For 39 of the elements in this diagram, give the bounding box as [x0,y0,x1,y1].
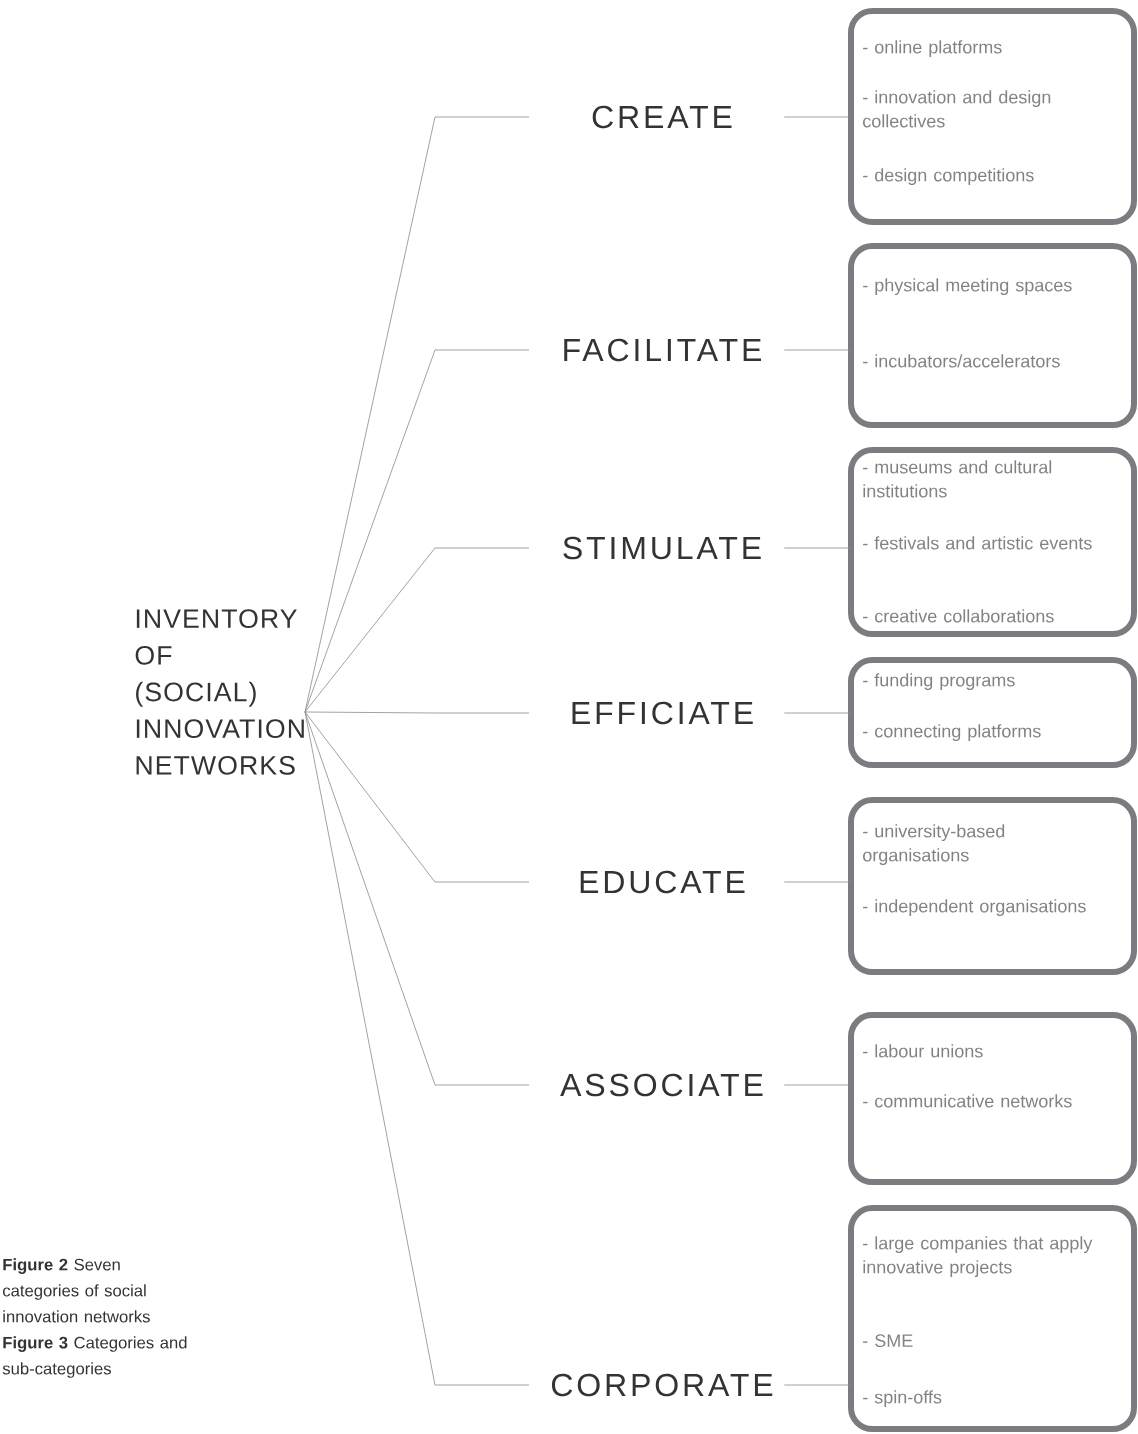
connector-line [783,1084,852,1086]
list-item: - spin-offs [863,1390,942,1408]
category-label: STIMULATE [563,536,761,560]
connector-line [783,547,852,549]
list-item: - labour unions [863,1044,983,1058]
list-item: - connecting platforms [863,724,1041,742]
list-item: - large companies that apply innovative projects [863,1236,1093,1278]
connector-line [783,712,852,714]
list-item: - SME [863,1334,913,1347]
list-item: - communicative networks [863,1094,1072,1108]
connector-line [783,116,852,118]
list-item: - funding programs [863,673,1015,691]
list-item: - online platforms [863,40,1002,58]
connector-line [304,711,530,883]
connector-line [304,711,530,1386]
category-label: CORPORATE [551,1373,773,1397]
connector-line [304,349,530,713]
connector-line [304,711,530,714]
category-label: FACILITATE [564,338,761,362]
connector-line [304,711,530,1086]
list-item: - museums and cultural institutions [863,460,1052,498]
list-item: - creative collaborations [863,609,1054,623]
connector-line [783,1384,852,1386]
category-label: CREATE [592,105,732,129]
category-label: ASSOCIATE [560,1073,763,1097]
heading-text: INVENTORY OF (SOCIAL) INNOVATION NETWORKS [135,609,304,775]
list-item: - incubators/accelerators [863,354,1060,368]
connector-line [304,547,530,713]
list-item: - design competitions [863,168,1034,186]
connector-line [783,881,852,883]
list-item: - physical meeting spaces [863,278,1072,296]
list-item: - university-based organisations [863,824,1005,866]
category-label: EFFICIATE [572,701,753,725]
caption-text: Figure 2 Seven categories of social innovation networks Figure 3 Categories and sub-categories [2,1258,187,1378]
category-label: EDUCATE [580,870,745,894]
list-item: - independent organisations [863,899,1086,917]
list-item: - innovation and design collectives [863,90,1051,128]
connector-line [783,349,852,351]
list-item: - festivals and artistic events [863,536,1092,550]
